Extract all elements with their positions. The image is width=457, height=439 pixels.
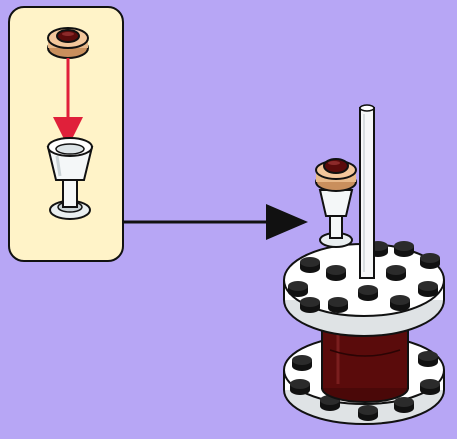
white-pole-icon	[359, 104, 375, 279]
callout-round-cap-icon	[47, 27, 89, 59]
callout-goblet-icon	[46, 137, 94, 220]
model-goblet-icon	[318, 189, 354, 248]
model-round-cap-icon	[315, 158, 357, 192]
bottom-plate-studs	[290, 351, 440, 421]
